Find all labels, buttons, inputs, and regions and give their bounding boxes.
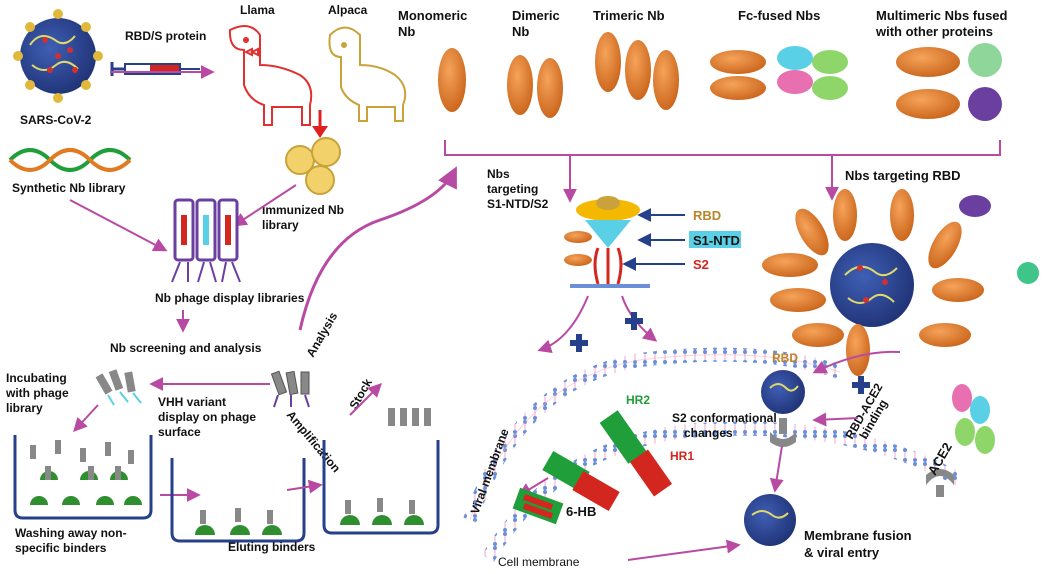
llama-label: Llama [240,3,275,17]
block-cross-rbd-icon [852,376,870,394]
monomeric-nb-icon [438,48,466,112]
monomeric-label-1: Monomeric [398,8,467,23]
six-hb-icon [512,487,564,525]
vhh-label-1: VHH variant [158,395,226,409]
arrow-to-ace2-binding [812,412,859,427]
arrow-to-stock [349,383,382,416]
washing-label-2: specific binders [15,541,107,555]
phage-cluster-stock-icon [388,408,431,426]
alpaca-label: Alpaca [328,3,368,17]
arrow-spike-to-viral-membrane [537,295,589,354]
amplification-label: Amplification [284,408,344,475]
well-amplified [322,440,440,535]
incubating-label-3: library [6,401,43,415]
fc-fused-label: Fc-fused Nbs [738,8,820,23]
arrow-to-well-1 [73,404,99,433]
arrow-rbd-virus-to-ace2 [812,350,901,374]
arrow-analysis-to-formats [298,166,457,331]
dimeric-nb-icon [507,55,563,118]
cell-membrane-curve [482,421,964,562]
phage-cluster-center-icon [270,370,310,408]
hr-helix-top [599,410,673,497]
synthetic-dna-icon [8,148,132,172]
fc-fused-nb-icon [710,46,848,100]
ace2-receptor-icon [926,469,954,497]
analysis-label: Analysis [303,309,340,359]
arrow-immunized-to-phage [232,184,297,227]
s2-label: S2 [693,257,709,272]
fusion-label-2: & viral entry [804,545,880,560]
s1-ntd-highlight [689,231,741,248]
washing-label-1: Washing away non- [15,526,127,540]
syringe-icon [110,62,200,76]
llama-icon [228,25,313,126]
sars-cov2-virus-icon [13,9,103,103]
targeting-rbd-label: Nbs targeting RBD [845,168,961,183]
viral-membrane-label: Viral membrane [468,427,512,517]
alpaca-icon [328,26,407,122]
six-hb-label: 6-HB [566,504,596,519]
screening-label: Nb screening and analysis [110,341,262,355]
vhh-label-2: display on phage [158,410,256,424]
trimeric-label: Trimeric Nb [593,8,665,23]
multimeric-label-1: Multimeric Nbs fused [876,8,1008,23]
multimeric-nb-icon [896,43,1002,121]
well-eluting [170,458,306,543]
vhh-label-3: surface [158,425,201,439]
monomeric-label-2: Nb [398,24,415,39]
rbd-virus-with-nbs-icon [762,189,1039,454]
synthetic-label: Synthetic Nb library [12,181,126,195]
trimeric-nb-icon [595,32,679,110]
cell-membrane-label: Cell membrane [498,555,580,569]
s2-conf-label-2: changes [684,426,733,440]
eluting-label: Eluting binders [228,540,316,554]
sars-cov2-label: SARS-CoV-2 [20,113,92,127]
incubating-label-1: Incubating [6,371,67,385]
rbd-small-label: RBD [772,351,798,365]
arrow-6hb-to-fusion [627,539,741,561]
s1-ntd-label: S1-NTD [693,233,740,248]
immunized-label-1: Immunized Nb [262,203,344,217]
incubating-label-2: with phage [5,386,69,400]
arrow-ace2-to-fusion [769,445,784,493]
s2-conf-label-1: S2 conformational [672,411,777,425]
arrow-synthetic-to-phage [69,199,168,252]
phage-cluster-left-icon [95,369,142,406]
dimeric-label-2: Nb [512,24,529,39]
block-cross-icon [570,312,643,352]
hr-helix-middle [542,450,620,512]
spike-protein-icon [564,196,650,288]
immunized-label-2: library [262,218,299,232]
hr1-label: HR1 [670,449,694,463]
immunized-cells-icon [285,137,341,195]
fusion-virus-icon [744,494,796,546]
multimeric-label-2: with other proteins [875,24,993,39]
phage-library-icon [171,198,241,283]
fusion-label-1: Membrane fusion [804,528,912,543]
targeting-s1-label-3: S1-NTD/S2 [487,197,549,211]
arrow-well-2-to-3 [286,479,323,494]
well-washing [13,435,153,520]
formats-bracket [444,140,1001,156]
targeting-s1-label-2: targeting [487,182,538,196]
phage-display-label: Nb phage display libraries [155,291,305,305]
rbd-small-virus-icon [761,370,805,447]
rbd-label: RBD [693,208,721,223]
hr2-label: HR2 [626,393,650,407]
dimeric-label-1: Dimeric [512,8,560,23]
rbd-s-protein-label: RBD/S protein [125,29,206,43]
red-down-arrow-icon [312,110,328,138]
targeting-s1-label-1: Nbs [487,167,510,181]
